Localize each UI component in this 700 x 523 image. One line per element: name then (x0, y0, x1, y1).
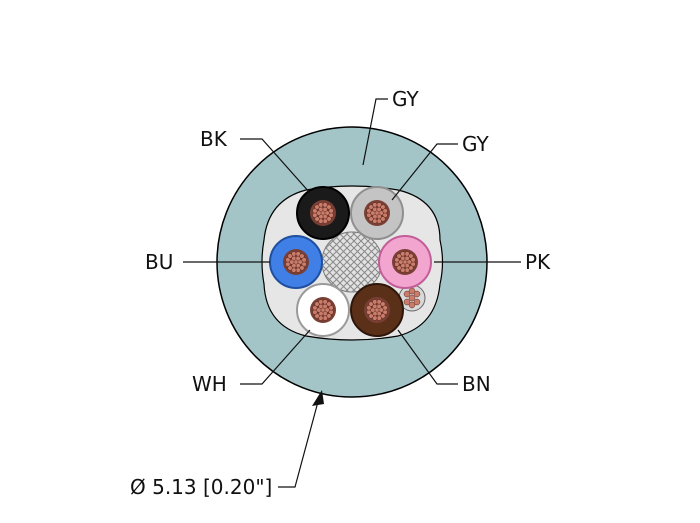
copper-strand (372, 299, 378, 305)
drain-strand (408, 287, 416, 295)
copper-strand (372, 315, 378, 321)
conductor-bk (296, 186, 350, 240)
copper-strand (366, 208, 372, 214)
copper-strand (380, 301, 386, 307)
copper-strand (326, 313, 332, 319)
copper-strand (366, 305, 372, 311)
label-wh: WH (192, 372, 227, 396)
drain-strand (408, 301, 416, 309)
copper-strand (400, 251, 406, 257)
copper-strand (380, 313, 386, 319)
copper-strand (410, 257, 416, 263)
drain-strand (403, 298, 411, 306)
copper-strand (368, 301, 374, 307)
copper-strand (396, 265, 402, 271)
label-bu: BU (145, 250, 173, 274)
copper-strand (372, 202, 378, 208)
copper-strand (285, 257, 291, 263)
conductor-bu (269, 235, 323, 289)
copper-strand (312, 208, 318, 214)
copper-strand (382, 208, 388, 214)
copper-strand (380, 216, 386, 222)
label-bn: BN (462, 372, 491, 396)
leader-bk (240, 138, 311, 194)
copper-strand (368, 204, 374, 210)
copper-strand (322, 218, 328, 224)
leader-jacket-gy (362, 98, 388, 166)
copper-strand (285, 261, 291, 267)
conductor-pk (378, 235, 432, 289)
copper-strand (328, 208, 334, 214)
copper-strand (380, 204, 386, 210)
label-bk: BK (200, 127, 228, 151)
copper-strand (314, 313, 320, 319)
copper-strand (299, 253, 305, 259)
copper-strand (326, 301, 332, 307)
leader-wh (240, 329, 311, 385)
copper-strand (404, 267, 410, 273)
copper-strand (394, 261, 400, 267)
leader-bn (397, 329, 458, 385)
copper-strand (394, 257, 400, 263)
copper-strand (295, 267, 301, 273)
copper-strand (322, 202, 328, 208)
copper-strand (396, 253, 402, 259)
copper-strand (314, 301, 320, 307)
copper-strand (287, 265, 293, 271)
copper-strand (295, 251, 301, 257)
copper-strand (287, 253, 293, 259)
copper-strand (318, 218, 324, 224)
copper-strand (291, 267, 297, 273)
copper-strand (291, 251, 297, 257)
copper-strand (376, 218, 382, 224)
drain-strand (408, 294, 416, 302)
copper-strand (318, 315, 324, 321)
copper-strand (400, 267, 406, 273)
label-pk: PK (525, 250, 551, 274)
copper-strand (312, 305, 318, 311)
drain-strand (413, 290, 421, 298)
copper-strand (322, 299, 328, 305)
copper-strand (312, 212, 318, 218)
copper-strand (318, 299, 324, 305)
copper-strand (301, 257, 307, 263)
copper-strand (376, 202, 382, 208)
label-diameter: Ø 5.13 [0.20"] (130, 475, 272, 499)
copper-strand (408, 253, 414, 259)
drain-strand (403, 290, 411, 298)
leader-gy (391, 143, 458, 201)
conductor-gy (350, 186, 404, 240)
copper-strand (312, 309, 318, 315)
copper-strand (372, 218, 378, 224)
copper-strand (299, 265, 305, 271)
copper-strand (318, 202, 324, 208)
copper-strand (376, 315, 382, 321)
drain-strand (413, 298, 421, 306)
copper-strand (382, 305, 388, 311)
copper-strand (368, 313, 374, 319)
copper-strand (322, 315, 328, 321)
copper-strand (366, 309, 372, 315)
copper-strand (366, 212, 372, 218)
diameter-arrow (278, 390, 324, 488)
copper-strand (368, 216, 374, 222)
copper-strand (314, 204, 320, 210)
label-gy: GY (462, 132, 490, 156)
copper-strand (326, 216, 332, 222)
copper-strand (314, 216, 320, 222)
copper-strand (328, 305, 334, 311)
label-jacket-gy: GY (392, 87, 420, 111)
copper-strand (408, 265, 414, 271)
copper-strand (376, 299, 382, 305)
conductor-bn (350, 283, 404, 337)
copper-strand (326, 204, 332, 210)
copper-strand (404, 251, 410, 257)
conductor-wh (296, 283, 350, 337)
